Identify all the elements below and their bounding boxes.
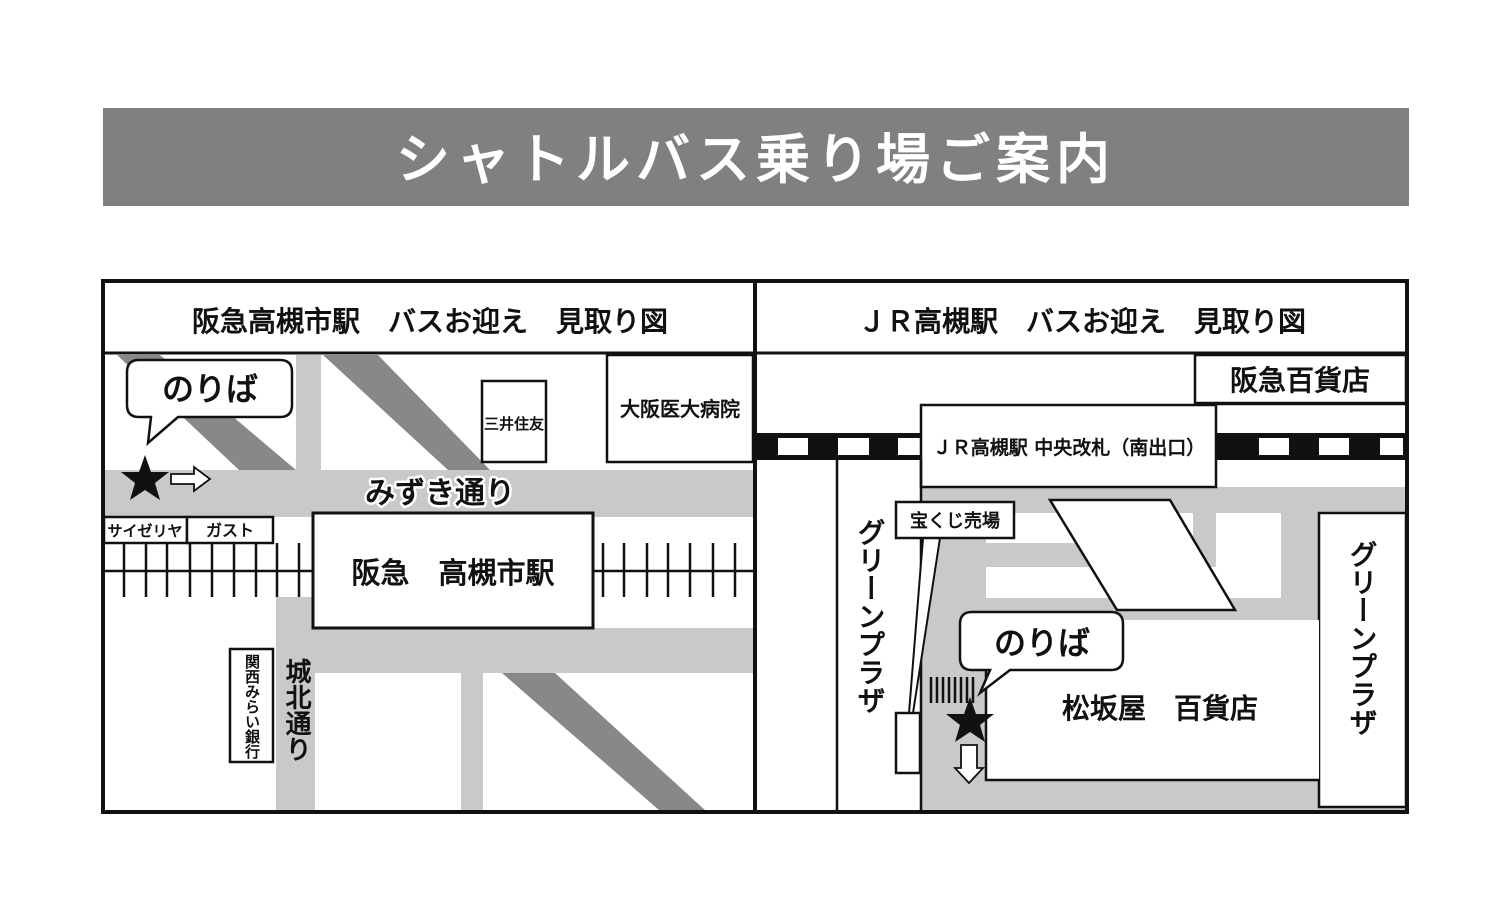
label-hospital: 大阪医大病院: [620, 397, 740, 421]
speech-bubble: [125, 358, 294, 447]
road: [461, 673, 483, 811]
page-title: シャトルバス乗り場ご案内: [396, 128, 1116, 191]
lottery-label-box: [894, 500, 1016, 540]
label-green-plaza-left: グリーンプラザ: [854, 518, 887, 714]
label-kansai-mirai: 関西みらい銀行: [243, 654, 261, 760]
label-gusto: ガスト: [206, 521, 254, 540]
label-saizeriya: サイゼリヤ: [107, 522, 182, 540]
diagonal-road: [502, 673, 706, 811]
road: [276, 628, 753, 673]
diagonal-road: [323, 355, 490, 470]
bank-kansai-mirai: [228, 647, 275, 764]
star-icon: [946, 697, 994, 742]
station-hankyu-takatsukishi: [311, 511, 595, 630]
arrow-right-icon: [170, 465, 212, 493]
railway-track: [104, 543, 753, 597]
lottery-booth: [894, 711, 922, 775]
title-bar: [103, 108, 1409, 206]
railway-pattern: [778, 438, 1403, 455]
label-hankyu-dept: 阪急百貨店: [1230, 364, 1370, 397]
white-block: [1216, 513, 1281, 567]
building-hankyu-dept: [1193, 353, 1408, 405]
arrow-down-icon: [952, 744, 986, 785]
label-matsuzakaya: 松坂屋 百貨店: [1062, 692, 1258, 725]
label-lottery: 宝くじ売場: [910, 510, 1000, 532]
label-jr-gate: ＪＲ高槻駅 中央改札（南出口）: [933, 436, 1206, 459]
road: [296, 355, 321, 470]
speech-bubble: [958, 610, 1125, 697]
building-parallelogram: [1047, 498, 1238, 612]
road-mizuki: [104, 470, 753, 517]
right-map-heading: ＪＲ高槻駅 バスお迎え 見取り図: [858, 305, 1306, 338]
right-map: 阪急百貨店 ＪＲ高槻駅 中央改札（南出口） グリーンプラザ グリーンプラザ 松坂…: [757, 353, 1408, 811]
label-mitsui-sumitomo: 三井住友: [484, 415, 544, 433]
crosswalk: [929, 677, 975, 703]
street-mizuki: みずき通り: [365, 476, 515, 511]
shop-gusto: [185, 515, 275, 545]
star-icon: [121, 455, 169, 500]
boarding-label: のりば: [994, 624, 1090, 662]
street-johoku: 城北通り: [281, 658, 311, 762]
left-map: 三井住友 大阪医大病院 サイゼリヤ ガスト 阪急 高槻市駅 みずき通り 関西みら…: [102, 353, 755, 811]
jr-central-gate: [919, 403, 1218, 489]
building-mitsui-sumitomo: [480, 379, 548, 464]
label-station: 阪急 高槻市駅: [351, 556, 554, 590]
left-map-heading: 阪急高槻市駅 バスお迎え 見取り図: [192, 305, 668, 338]
label-green-plaza-right: グリーンプラザ: [1346, 540, 1379, 736]
building-green-plaza-right: [1317, 511, 1408, 809]
building-hospital: [605, 353, 755, 464]
boarding-label: のりば: [162, 370, 258, 408]
